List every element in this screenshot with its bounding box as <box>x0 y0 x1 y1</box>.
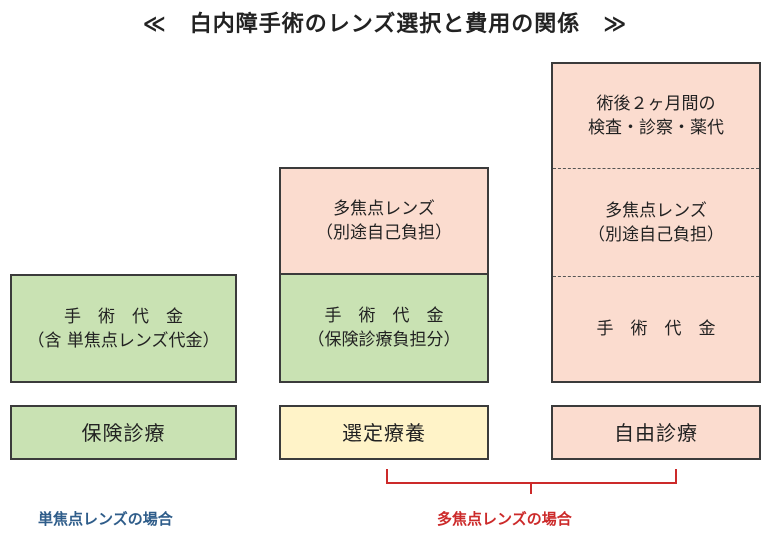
insurance-label-box: 保険診療 <box>10 405 237 460</box>
selected-multifocal-lens-box: 多焦点レンズ （別途自己負担） <box>279 167 489 275</box>
selected-surgery-cost-box: 手 術 代 金 （保険診療負担分） <box>279 273 489 383</box>
multifocal-caption: 多焦点レンズの場合 <box>437 510 572 528</box>
free-aftercare-box: 術後２ヶ月間の 検査・診察・薬代 <box>588 94 724 138</box>
page-title: ≪ 白内障手術のレンズ選択と費用の関係 ≫ <box>142 12 628 37</box>
free-label-box: 自由診療 <box>551 405 761 460</box>
bracket-left-tick <box>386 469 388 484</box>
bracket-right-tick <box>675 469 677 484</box>
free-treatment-column: 術後２ヶ月間の 検査・診察・薬代 多焦点レンズ （別途自己負担） 手 術 代 金 <box>551 62 761 383</box>
selected-label-box: 選定療養 <box>279 405 489 460</box>
monofocal-caption: 単焦点レンズの場合 <box>38 510 173 528</box>
free-surgery-cost-box: 手 術 代 金 <box>553 276 759 381</box>
bracket-center-tick <box>530 482 532 494</box>
insurance-surgery-cost-box: 手 術 代 金 （含 単焦点レンズ代金） <box>10 274 237 383</box>
free-multifocal-lens-box: 多焦点レンズ （別途自己負担） <box>553 168 759 276</box>
